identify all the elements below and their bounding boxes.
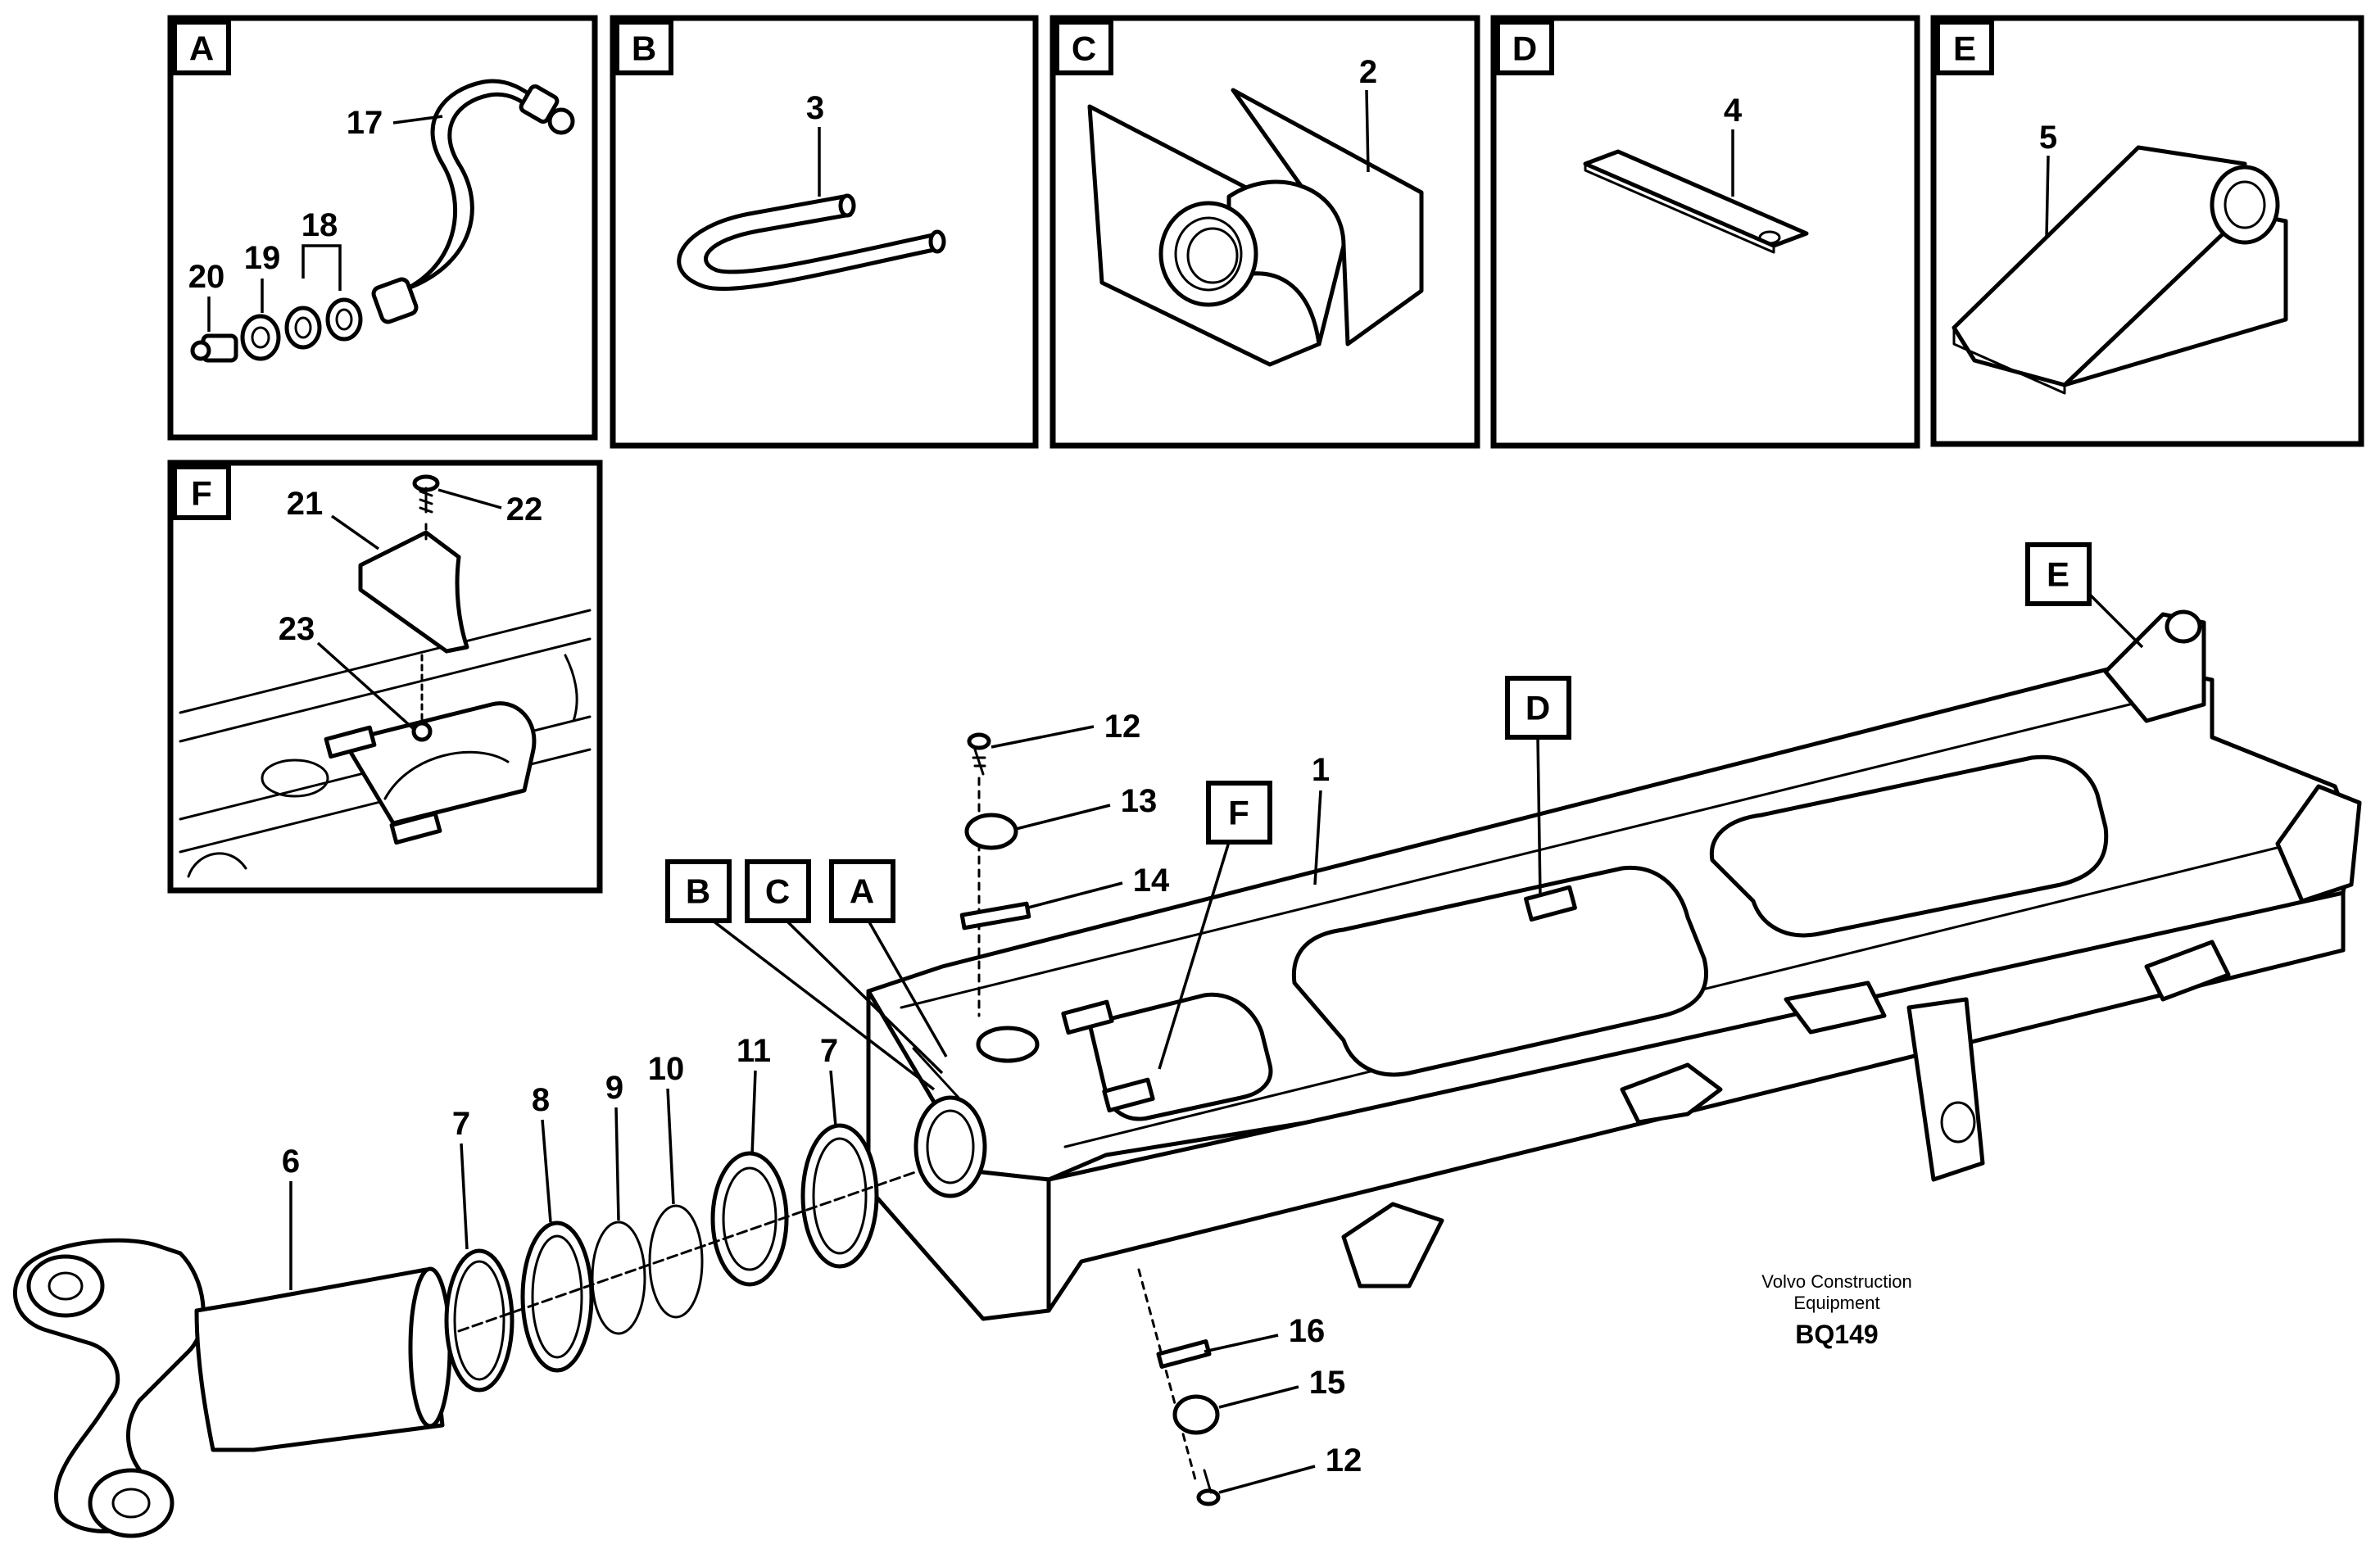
callout-f: F <box>1228 794 1249 832</box>
panel-c-label: C <box>1072 29 1096 68</box>
callout-a: A <box>850 872 874 911</box>
main-frame-1 <box>866 609 2362 1321</box>
part-number-8: 8 <box>532 1082 550 1118</box>
u-bolt-3 <box>677 194 936 292</box>
panel-f: F 21 22 23 <box>167 460 603 894</box>
panel-c: C 2 <box>1049 15 1480 449</box>
main-part-numbers: 1 12 13 14 6 7 8 9 10 11 7 16 15 12 <box>282 709 1362 1494</box>
panel-f-label: F <box>191 474 212 513</box>
hose-17 <box>391 79 543 297</box>
part-number-21: 21 <box>287 486 324 522</box>
part-number-20: 20 <box>188 259 225 295</box>
callout-d: D <box>1525 689 1550 727</box>
part-number-10: 10 <box>648 1051 685 1087</box>
caption-line-2: Equipment <box>1793 1293 1879 1313</box>
part-number-7-right: 7 <box>820 1033 838 1069</box>
part-number-19: 19 <box>244 240 281 276</box>
panel-d-label: D <box>1512 29 1537 68</box>
lower-fasteners <box>1137 1268 1221 1506</box>
panel-b-label: B <box>632 29 656 68</box>
part-number-9: 9 <box>605 1070 623 1106</box>
part-number-7-left: 7 <box>452 1106 470 1142</box>
main-callouts: B C A F D E <box>665 542 2144 1091</box>
panel-b: B 3 <box>610 15 1039 449</box>
figure-code: BQ149 <box>1795 1320 1878 1349</box>
part-number-17: 17 <box>347 105 383 141</box>
part-number-1: 1 <box>1312 752 1330 788</box>
part-number-16: 16 <box>1289 1313 1326 1349</box>
part-number-3: 3 <box>806 90 824 126</box>
part-number-4: 4 <box>1724 93 1743 129</box>
plate-4 <box>1583 149 1809 248</box>
part-number-18: 18 <box>301 207 338 243</box>
part-number-14: 14 <box>1133 863 1170 899</box>
panel-d: D 4 <box>1490 15 1920 449</box>
panel-e: E 5 <box>1930 15 2364 447</box>
part-number-11: 11 <box>737 1033 771 1069</box>
part-number-22: 22 <box>506 491 543 528</box>
yoke-shaft-6 <box>12 1238 452 1538</box>
part-number-15: 15 <box>1309 1365 1346 1401</box>
part-number-6: 6 <box>282 1144 300 1180</box>
panel-a-label: A <box>189 29 214 68</box>
publisher-caption: Volvo Construction Equipment BQ149 <box>1761 1271 1911 1349</box>
callout-b: B <box>686 872 710 911</box>
upper-fasteners <box>959 732 1031 1017</box>
part-number-12-lower: 12 <box>1326 1442 1362 1479</box>
plate-21 <box>358 530 469 654</box>
callout-c: C <box>765 872 790 911</box>
caption-line-1: Volvo Construction <box>1761 1271 1911 1292</box>
panel-a: A 17 18 19 20 <box>167 15 598 441</box>
part-number-5: 5 <box>2039 120 2057 156</box>
seal-rings <box>444 1123 919 1393</box>
part-number-12-upper: 12 <box>1104 709 1141 745</box>
part-number-2: 2 <box>1359 54 1377 90</box>
part-number-13: 13 <box>1121 783 1158 819</box>
part-number-23: 23 <box>279 611 315 647</box>
panel-e-label: E <box>1953 29 1976 68</box>
callout-e: E <box>2047 555 2069 594</box>
